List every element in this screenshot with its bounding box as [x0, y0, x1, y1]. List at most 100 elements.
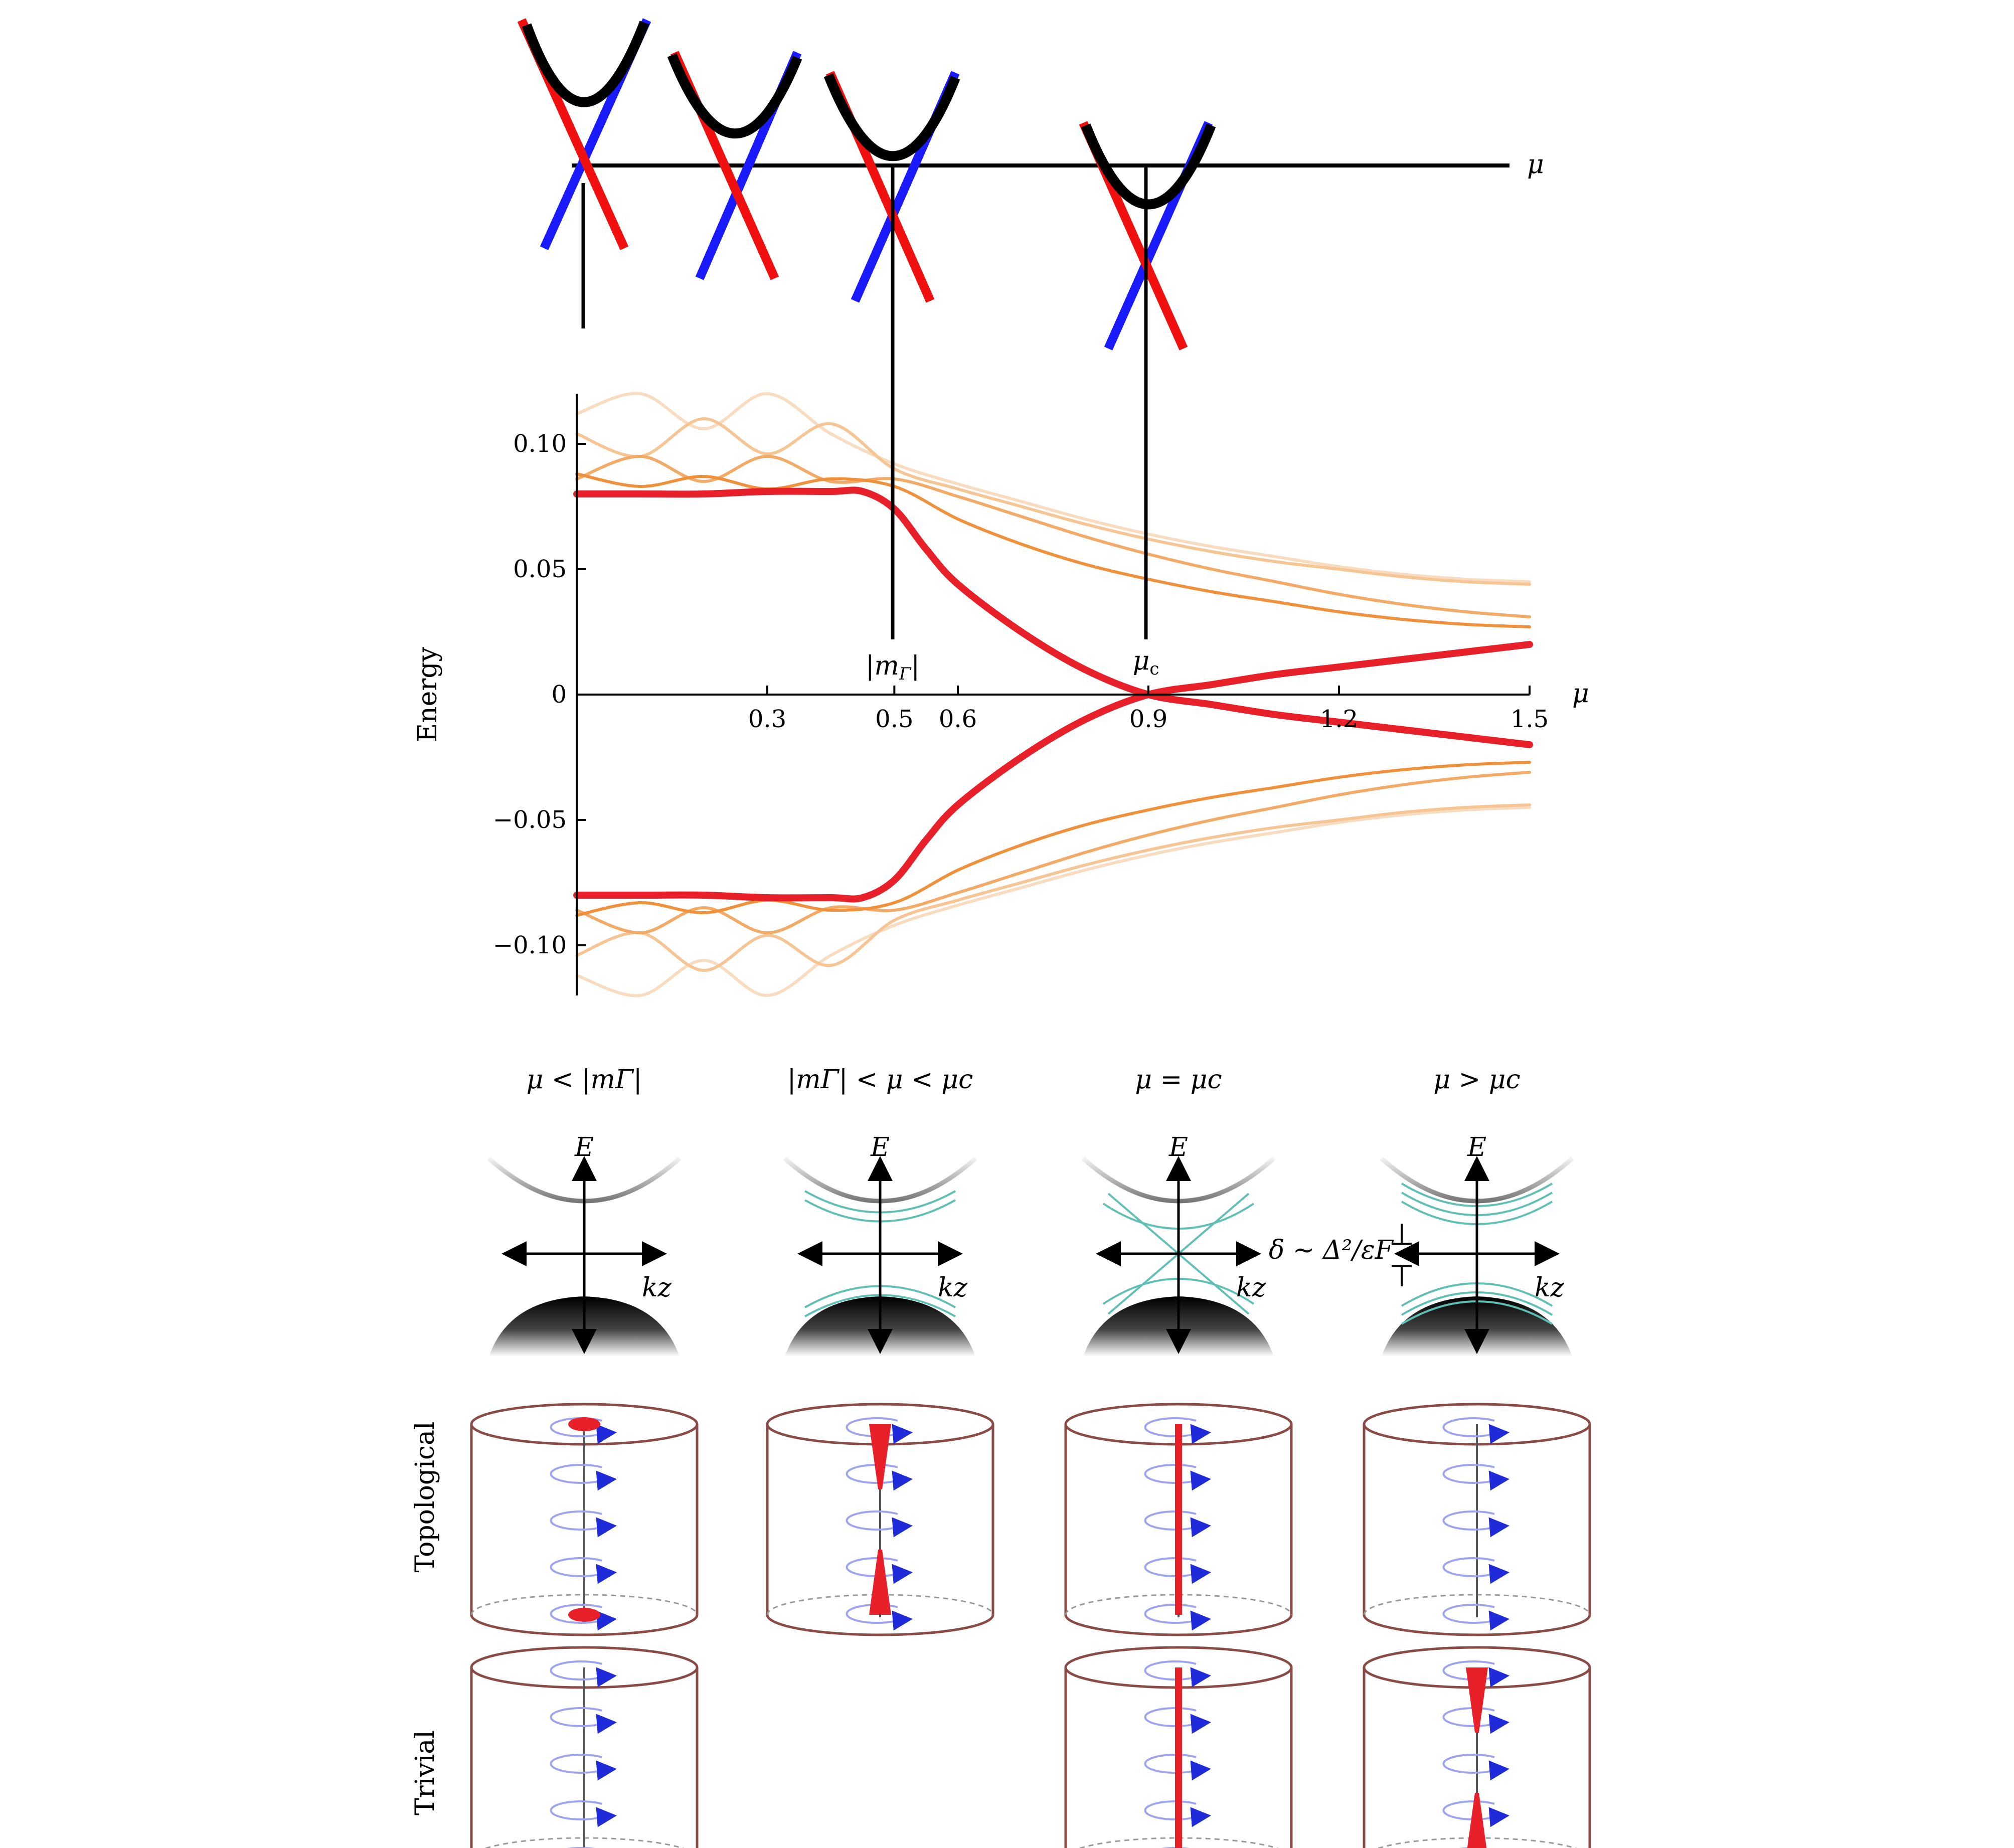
majorana-end-mode — [568, 1417, 600, 1431]
vortex-circulation — [1144, 1417, 1197, 1437]
circulation-arrow — [1488, 1517, 1509, 1538]
cone-parabola — [1081, 123, 1216, 210]
trivial-cylinder — [470, 1646, 699, 1848]
circulation-arrow — [1190, 1470, 1211, 1491]
topological-cylinder — [470, 1403, 699, 1636]
circulation-arrow — [1190, 1807, 1211, 1827]
regime-condition: μ < |mΓ| — [527, 1065, 642, 1095]
m-gamma-label: |mΓ| — [866, 651, 920, 684]
circulation-arrow — [596, 1667, 617, 1688]
regime-column-1: μ < |mΓ|Ekz — [470, 1065, 699, 1848]
vortex-circulation — [846, 1510, 898, 1531]
energy-axis-label: E — [870, 1132, 890, 1162]
topological-cylinder — [1064, 1403, 1293, 1636]
trivial-cylinder — [1064, 1646, 1293, 1848]
energy-axis-label: E — [574, 1132, 594, 1162]
circulation-arrow — [1488, 1470, 1509, 1491]
regime-condition: |mΓ| < μ < μc — [787, 1065, 973, 1095]
circulation-arrow — [1190, 1564, 1211, 1584]
x-tick-label: 1.2 — [1320, 705, 1358, 733]
circulation-arrow — [892, 1517, 913, 1538]
vortex-circulation — [1144, 1604, 1197, 1624]
vortex-circulation — [1144, 1660, 1197, 1681]
m-gamma-sub: Γ — [899, 664, 912, 684]
vortex-circulation — [550, 1660, 602, 1681]
x-tick-label: 0.6 — [939, 705, 977, 733]
row-label-trivial: Trivial — [410, 1730, 440, 1815]
vortex-circulation — [1442, 1417, 1495, 1437]
vortex-circulation — [1144, 1800, 1197, 1820]
vortex-circulation — [1442, 1707, 1495, 1727]
circulation-arrow — [596, 1424, 617, 1444]
top-axis-label: μ — [1527, 149, 1544, 180]
m-gamma-close: | — [911, 651, 920, 681]
vortex-circulation — [1442, 1557, 1495, 1577]
majorana-end-mode — [568, 1608, 600, 1622]
circulation-arrow — [596, 1807, 617, 1827]
gap-annotation: δ ∼ Δ²/εF — [1269, 1235, 1394, 1265]
end-mode-decay — [869, 1550, 891, 1615]
end-mode-decay — [1467, 1793, 1487, 1848]
vortex-circulation — [1144, 1557, 1197, 1577]
cone-2 — [667, 51, 802, 280]
vortex-circulation — [1144, 1707, 1197, 1727]
vortex-circulation — [1442, 1800, 1495, 1820]
energy-axis-label: E — [1467, 1132, 1486, 1162]
y-axis-label: Energy — [413, 647, 443, 742]
cone-1 — [517, 18, 651, 328]
vortex-circulation — [550, 1464, 602, 1484]
circulation-arrow — [596, 1610, 617, 1631]
topological-cylinder — [1363, 1403, 1591, 1636]
y-tick-label: −0.05 — [493, 806, 567, 834]
x-tick-label: 0.5 — [875, 705, 913, 733]
circulation-arrow — [892, 1564, 913, 1584]
momentum-axis-label: kz — [1535, 1273, 1565, 1303]
series-line-5 — [575, 771, 1531, 935]
vortex-circulation — [846, 1557, 898, 1577]
series-line-7 — [575, 803, 1531, 972]
vortex-circulation — [1144, 1464, 1197, 1484]
momentum-axis-label: kz — [938, 1273, 968, 1303]
circulation-arrow — [892, 1424, 913, 1444]
circulation-arrow — [1488, 1564, 1509, 1584]
cylinder-bottom — [1064, 1614, 1293, 1636]
momentum-axis-label: kz — [1236, 1273, 1266, 1303]
vortex-circulation — [550, 1707, 602, 1727]
series-line-2 — [575, 472, 1531, 628]
mu-c-label: μc — [1133, 646, 1159, 679]
series-line-9 — [575, 806, 1531, 997]
circulation-arrow — [892, 1470, 913, 1491]
circulation-arrow — [1190, 1714, 1211, 1734]
y-tick-label: −0.10 — [493, 931, 567, 959]
cone-parabola — [823, 73, 960, 161]
cone-4 — [1079, 121, 1216, 351]
series-line-4 — [575, 454, 1531, 618]
x-tick-label: 1.5 — [1510, 705, 1549, 733]
y-tick-label: 0 — [551, 681, 567, 709]
series-layer — [573, 392, 1533, 997]
vortex-circulation — [1442, 1510, 1495, 1531]
y-tick-label: 0.05 — [513, 555, 567, 583]
cone-parabola — [522, 21, 649, 107]
dirac-cone-schematics: μ — [517, 18, 1544, 351]
series-line-6 — [575, 417, 1531, 586]
y-tick-label: 0.10 — [513, 430, 567, 458]
cone-parabola — [667, 53, 802, 139]
y-ticks: 0.10 0.05 0 −0.05 −0.10 — [493, 430, 586, 959]
circulation-arrow — [1190, 1760, 1211, 1781]
vortex-circulation — [550, 1754, 602, 1774]
circulation-arrow — [1488, 1667, 1509, 1688]
vortex-circulation — [550, 1557, 602, 1577]
gap-annotation-group: δ ∼ Δ²/εF — [1269, 1224, 1412, 1286]
circulation-arrow — [1488, 1610, 1509, 1631]
series-line-3 — [575, 761, 1531, 917]
cylinder-bottom — [766, 1614, 994, 1636]
x-tick-label: 0.3 — [748, 705, 786, 733]
vortex-circulation — [550, 1604, 602, 1624]
vortex-circulation — [1144, 1754, 1197, 1774]
mu-c-main: μ — [1133, 646, 1150, 676]
